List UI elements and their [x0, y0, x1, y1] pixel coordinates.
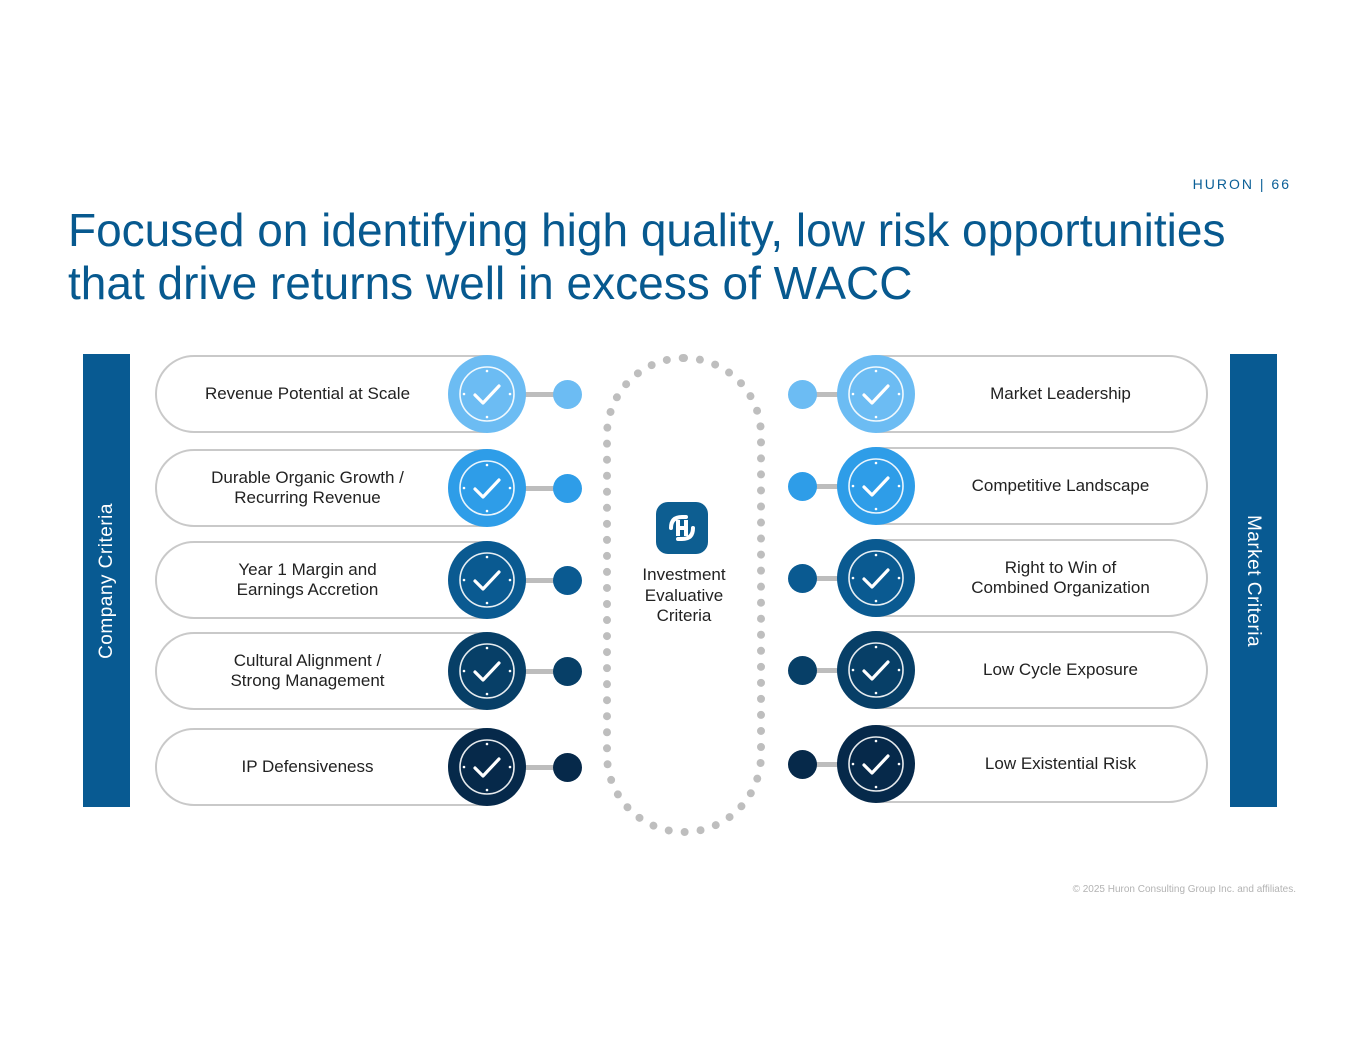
connector-line	[800, 484, 840, 489]
connector-line	[524, 486, 564, 491]
check-circle-icon	[448, 449, 526, 527]
criteria-label: Low Cycle Exposure	[983, 660, 1138, 679]
criteria-label: Competitive Landscape	[971, 476, 1150, 495]
check-circle-icon	[448, 632, 526, 710]
market-criteria-item: Competitive Landscape	[843, 447, 1208, 525]
check-circle-icon	[448, 541, 526, 619]
criteria-label: Market Leadership	[990, 384, 1131, 403]
check-circle-icon	[448, 728, 526, 806]
page-title: Focused on identifying high quality, low…	[68, 204, 1226, 309]
check-circle-icon	[448, 355, 526, 433]
connector-line	[800, 668, 840, 673]
criteria-label: Cultural Alignment / Strong Management	[230, 651, 385, 690]
connector-line	[524, 765, 564, 770]
criteria-label: Right to Win of Combined Organization	[971, 558, 1150, 597]
connector-line	[524, 669, 564, 674]
connector-line	[524, 578, 564, 583]
company-criteria-label: Company Criteria	[95, 502, 117, 659]
criteria-label: Durable Organic Growth / Recurring Reven…	[211, 468, 404, 507]
huron-logo-icon	[656, 502, 708, 554]
check-circle-icon	[837, 539, 915, 617]
market-criteria-label: Market Criteria	[1243, 514, 1265, 647]
connector-dot	[788, 472, 817, 501]
connector-dot	[553, 753, 582, 782]
connector-dot	[553, 380, 582, 409]
check-circle-icon	[837, 355, 915, 433]
connector-dot	[788, 750, 817, 779]
connector-dot	[553, 566, 582, 595]
page-number-tag: HURON | 66	[1192, 176, 1291, 192]
center-label: Investment Evaluative Criteria	[642, 565, 726, 625]
connector-line	[800, 762, 840, 767]
connector-dot	[788, 380, 817, 409]
connector-dot	[788, 564, 817, 593]
connector-line	[524, 392, 564, 397]
company-criteria-bar: Company Criteria	[83, 354, 130, 807]
connector-dot	[553, 474, 582, 503]
connector-line	[800, 576, 840, 581]
check-circle-icon	[837, 725, 915, 803]
check-circle-icon	[837, 447, 915, 525]
connector-dot	[788, 656, 817, 685]
connector-line	[800, 392, 840, 397]
criteria-label: Revenue Potential at Scale	[204, 384, 411, 403]
copyright-notice: © 2025 Huron Consulting Group Inc. and a…	[1072, 884, 1296, 895]
criteria-label: IP Defensiveness	[241, 757, 374, 776]
connector-dot	[553, 657, 582, 686]
check-circle-icon	[837, 631, 915, 709]
criteria-label: Low Existential Risk	[984, 754, 1137, 773]
center-dotted-oval	[603, 354, 765, 836]
market-criteria-bar: Market Criteria	[1230, 354, 1277, 807]
criteria-label: Year 1 Margin and Earnings Accretion	[236, 560, 379, 599]
